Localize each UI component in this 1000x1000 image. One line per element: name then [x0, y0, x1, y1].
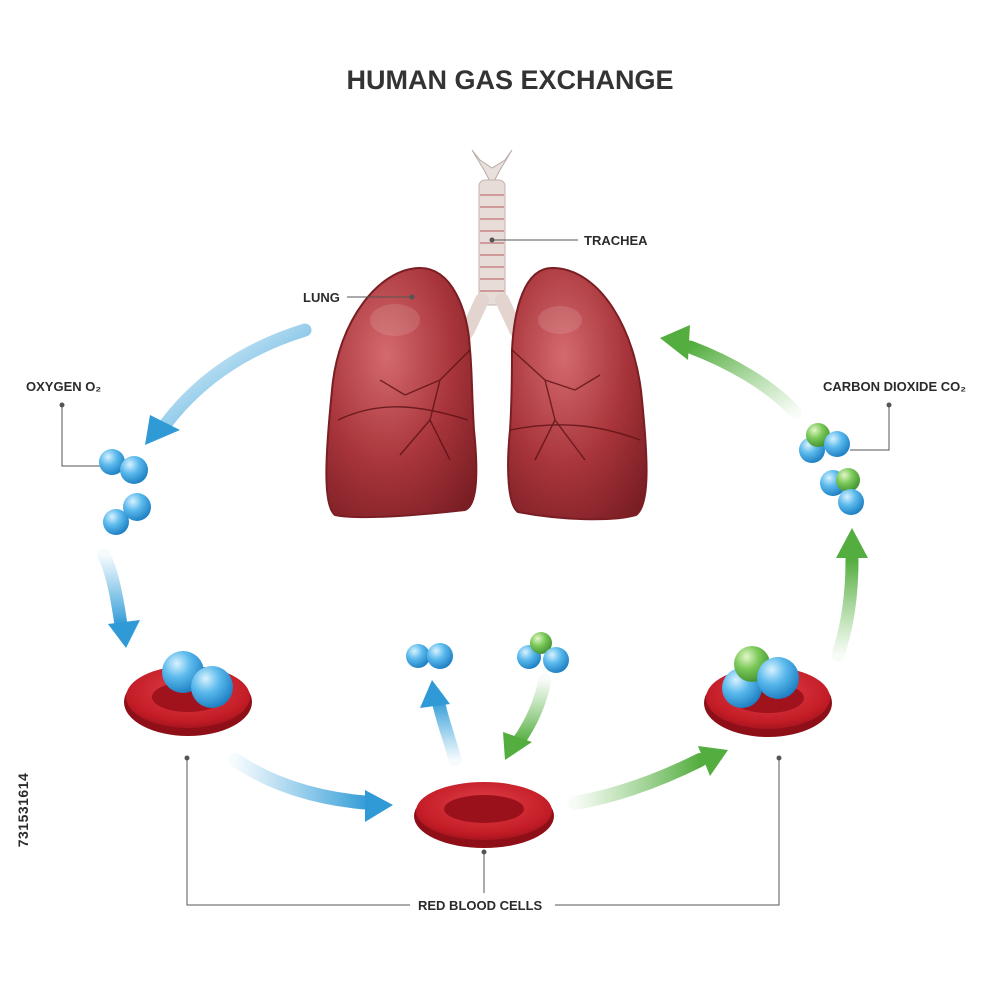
- oxygen-leader: [61, 405, 100, 467]
- rbc-leader-center-dot: [481, 849, 487, 855]
- co2-arrow-to-lungs: [660, 325, 802, 419]
- absorbed-co2-molecule: [517, 632, 569, 673]
- co2-arrow-to-molecules: [831, 528, 868, 662]
- oxygen-release-arrow: [420, 680, 462, 767]
- rbc-leader-right-dot: [776, 755, 782, 761]
- oxygen-arrow-from-lungs: [145, 323, 312, 445]
- released-oxygen-molecule: [406, 643, 453, 669]
- rbc-leader-left-dot: [184, 755, 190, 761]
- red-blood-cell-empty: [414, 782, 554, 848]
- carbon-dioxide-molecule: [820, 468, 864, 515]
- red-blood-cells-label: RED BLOOD CELLS: [418, 898, 543, 913]
- blood-flow-arrow-blue: [228, 753, 393, 822]
- lungs-illustration: [325, 149, 648, 521]
- carbon-dioxide-molecule: [799, 423, 850, 463]
- carbon-dioxide-label: CARBON DIOXIDE CO₂: [823, 379, 966, 394]
- co2-uptake-arrow: [503, 673, 552, 760]
- right-lung: [507, 266, 648, 521]
- red-blood-cell-with-co2: [704, 646, 832, 737]
- larynx: [471, 149, 513, 187]
- co2-leader: [850, 405, 890, 451]
- lung-leader-dot: [409, 294, 415, 300]
- page-title: HUMAN GAS EXCHANGE: [346, 65, 673, 95]
- rbc-leader-right: [555, 758, 780, 906]
- lung-label: LUNG: [303, 290, 340, 305]
- side-id-text: 731531614: [15, 773, 31, 848]
- trachea-label: TRACHEA: [584, 233, 648, 248]
- red-blood-cell-with-oxygen: [124, 651, 252, 736]
- rbc-leader-left: [186, 758, 410, 906]
- oxygen-arrow-to-rbc: [97, 548, 140, 648]
- trachea-leader-dot: [489, 237, 495, 243]
- oxygen-label: OXYGEN O₂: [26, 379, 101, 394]
- blood-flow-arrow-green: [568, 746, 728, 810]
- oxygen-molecule: [103, 493, 151, 535]
- oxygen-molecule: [99, 449, 148, 484]
